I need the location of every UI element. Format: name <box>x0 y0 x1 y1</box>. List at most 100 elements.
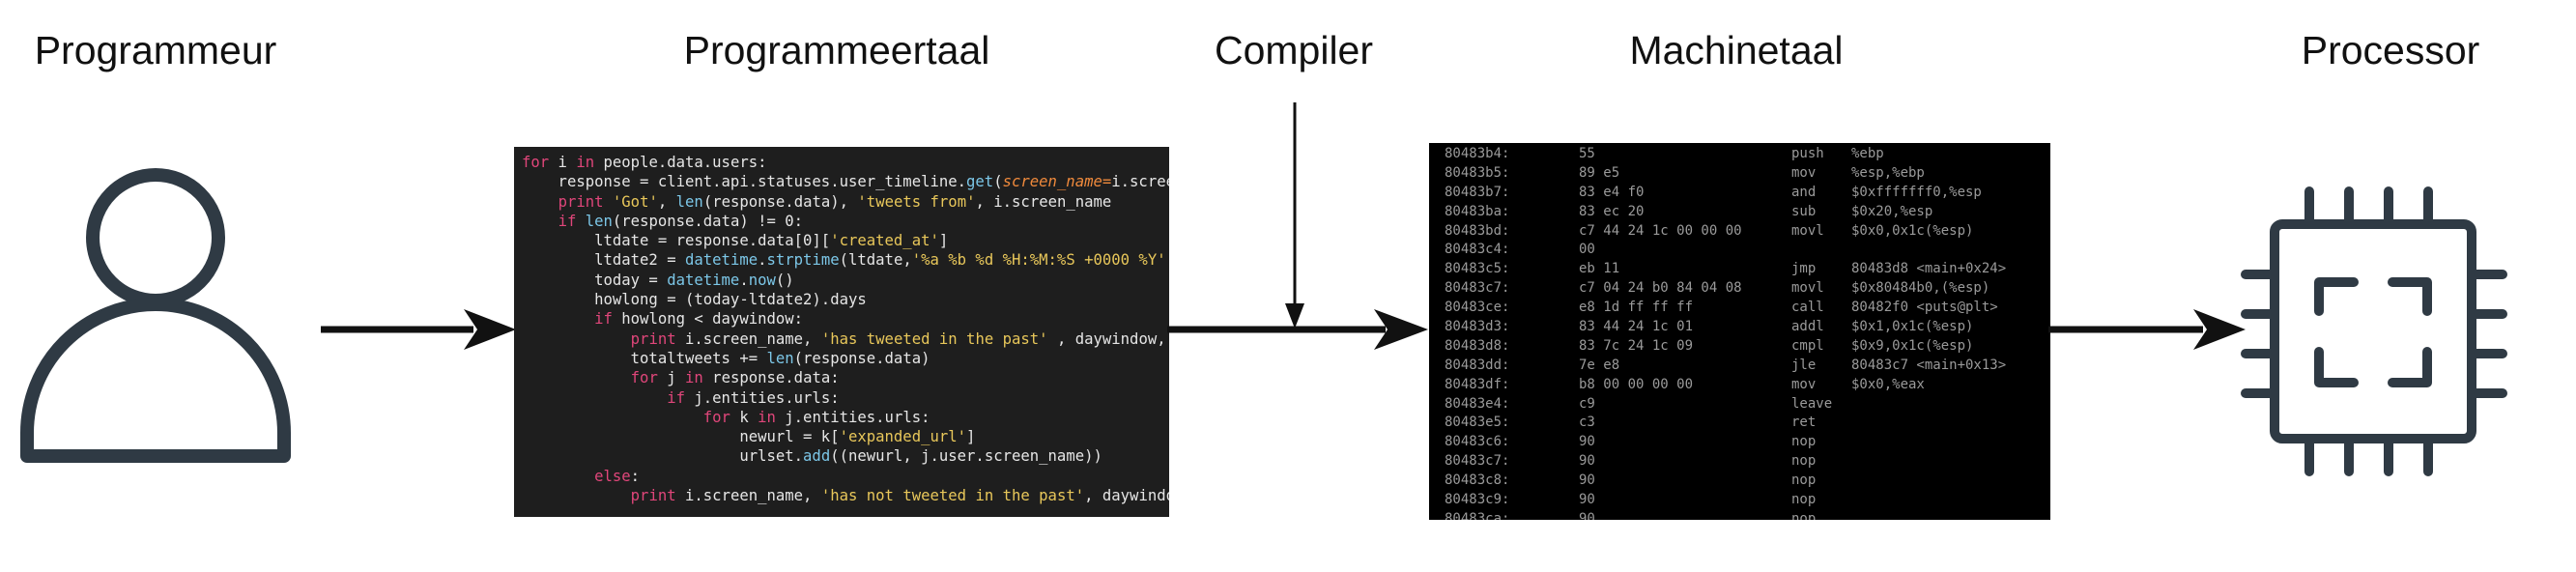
asm-address: 80483e5: <box>1445 415 1510 431</box>
asm-operands: 80483d8 <main+0x24> <box>1851 261 2007 277</box>
code-line: response = client.api.statuses.user_time… <box>522 173 1169 191</box>
asm-operands: 80483c7 <main+0x13> <box>1851 357 2007 373</box>
asm-mnemonic: nop <box>1791 472 1817 489</box>
asm-address: 80483ba: <box>1445 203 1510 219</box>
asm-address: 80483bd: <box>1445 222 1510 239</box>
label-machine-language: Machinetaal <box>1629 28 1844 72</box>
asm-address: 80483c7: <box>1445 280 1510 297</box>
asm-operands: $0x0,%eax <box>1851 376 1925 392</box>
asm-bytes: 83 ec 20 <box>1579 203 1645 219</box>
asm-bytes: 7e e8 <box>1579 357 1620 373</box>
code-line: if j.entities.urls: <box>667 388 840 407</box>
arrow-machine-to-processor <box>2048 309 2246 350</box>
asm-bytes: 55 <box>1579 146 1595 161</box>
code-line: howlong = (today-ltdate2).days <box>522 291 867 309</box>
asm-line: 80483d3: 83 44 24 1c 01 addl $0x1,0x1c(%esp… <box>1429 318 2050 337</box>
asm-mnemonic: nop <box>1791 510 1817 520</box>
code-line: ltdate = response.data[0]['created_at'] <box>522 232 949 250</box>
code-line: print 'Got', len(response.data), 'tweets… <box>558 192 1112 211</box>
asm-mnemonic: jle <box>1791 357 1817 373</box>
code-line: for k in j.entities.urls: <box>702 408 930 426</box>
asm-bytes: 90 <box>1579 453 1595 470</box>
asm-address: 80483b7: <box>1445 184 1510 200</box>
label-programming-language: Programmeertaal <box>683 28 990 72</box>
asm-mnemonic: jmp <box>1791 261 1817 277</box>
asm-line: 80483ba: 83 ec 20 sub $0x20,%esp <box>1429 203 2050 222</box>
asm-bytes: c7 04 24 b0 84 04 08 <box>1579 280 1742 297</box>
code-line: else: <box>594 467 641 485</box>
asm-mnemonic: movl <box>1791 222 1824 239</box>
code-line: for j in response.data: <box>630 369 840 387</box>
asm-operands: %ebp <box>1851 146 1884 161</box>
asm-bytes: 90 <box>1579 510 1595 520</box>
label-programmer: Programmeur <box>34 28 277 72</box>
asm-address: 80483c4: <box>1445 242 1510 258</box>
cpu-chip-icon <box>2241 186 2507 476</box>
asm-address: 80483e4: <box>1445 395 1510 412</box>
asm-bytes: 00 <box>1579 242 1595 258</box>
arrow-programmer-to-code <box>321 309 516 350</box>
asm-mnemonic: sub <box>1791 203 1817 219</box>
asm-bytes: c3 <box>1579 415 1595 431</box>
asm-mnemonic: addl <box>1791 319 1824 335</box>
asm-line: 80483c4: 00 <box>1429 241 2050 260</box>
code-line: ltdate2 = datetime.strptime(ltdate,'%a %… <box>522 251 1166 270</box>
code-line: newurl = k['expanded_url'] <box>522 428 976 446</box>
code-line: print i.screen_name, 'has not tweeted in… <box>630 487 1169 505</box>
asm-address: 80483df: <box>1445 376 1510 392</box>
code-line: urlset.add((newurl, j.user.screen_name)) <box>522 447 1102 466</box>
asm-mnemonic: nop <box>1791 492 1817 508</box>
asm-address: 80483ca: <box>1445 510 1510 520</box>
arrow-code-to-machine <box>1167 309 1428 350</box>
person-icon <box>20 168 291 463</box>
asm-line: 80483df: b8 00 00 00 00 mov $0x0,%eax <box>1429 376 2050 395</box>
asm-mnemonic: mov <box>1791 376 1817 392</box>
asm-mnemonic: ret <box>1791 415 1817 431</box>
asm-operands: $0x1,0x1c(%esp) <box>1851 319 1974 335</box>
asm-address: 80483ce: <box>1445 300 1510 316</box>
asm-line: 80483b7: 83 e4 f0 and $0xfffffff0,%esp <box>1429 184 2050 203</box>
asm-mnemonic: call <box>1791 300 1824 316</box>
asm-mnemonic: movl <box>1791 280 1824 297</box>
asm-bytes: b8 00 00 00 00 <box>1579 376 1694 392</box>
code-line: for i in people.data.users: <box>522 154 767 171</box>
asm-operands: $0x20,%esp <box>1851 203 1933 219</box>
code-line: if howlong < daywindow: <box>594 310 804 329</box>
asm-operands: $0x9,0x1c(%esp) <box>1851 337 1974 354</box>
asm-bytes: c7 44 24 1c 00 00 00 <box>1579 222 1742 239</box>
code-snippet: for i in people.data.users: response = c… <box>514 147 1169 517</box>
asm-operands: $0x80484b0,(%esp) <box>1851 280 1990 297</box>
code-line: totaltweets += len(response.data) <box>522 349 930 367</box>
code-line: today = datetime.now() <box>522 271 794 289</box>
asm-mnemonic: cmpl <box>1791 337 1824 354</box>
asm-line: 80483e5: c3 ret <box>1429 414 2050 433</box>
asm-mnemonic: and <box>1791 184 1817 200</box>
asm-bytes: 83 e4 f0 <box>1579 184 1645 200</box>
asm-line: 80483ca: 90 nop <box>1429 510 2050 520</box>
asm-bytes: e8 1d ff ff ff <box>1579 300 1694 316</box>
asm-bytes: 83 7c 24 1c 09 <box>1579 337 1694 354</box>
asm-address: 80483d3: <box>1445 319 1510 335</box>
asm-address: 80483c5: <box>1445 261 1510 277</box>
asm-mnemonic: push <box>1791 146 1824 161</box>
asm-mnemonic: mov <box>1791 164 1817 181</box>
code-line: if len(response.data) != 0: <box>558 212 804 230</box>
asm-mnemonic: nop <box>1791 434 1817 450</box>
asm-address: 80483c9: <box>1445 492 1510 508</box>
compiler-pointer-arrow <box>1285 102 1304 329</box>
asm-address: 80483c7: <box>1445 453 1510 470</box>
asm-bytes: 83 44 24 1c 01 <box>1579 319 1694 335</box>
asm-bytes: 90 <box>1579 492 1595 508</box>
asm-address: 80483c6: <box>1445 434 1510 450</box>
asm-bytes: 90 <box>1579 472 1595 489</box>
asm-operands: $0xfffffff0,%esp <box>1851 184 1982 200</box>
label-compiler: Compiler <box>1214 28 1374 72</box>
